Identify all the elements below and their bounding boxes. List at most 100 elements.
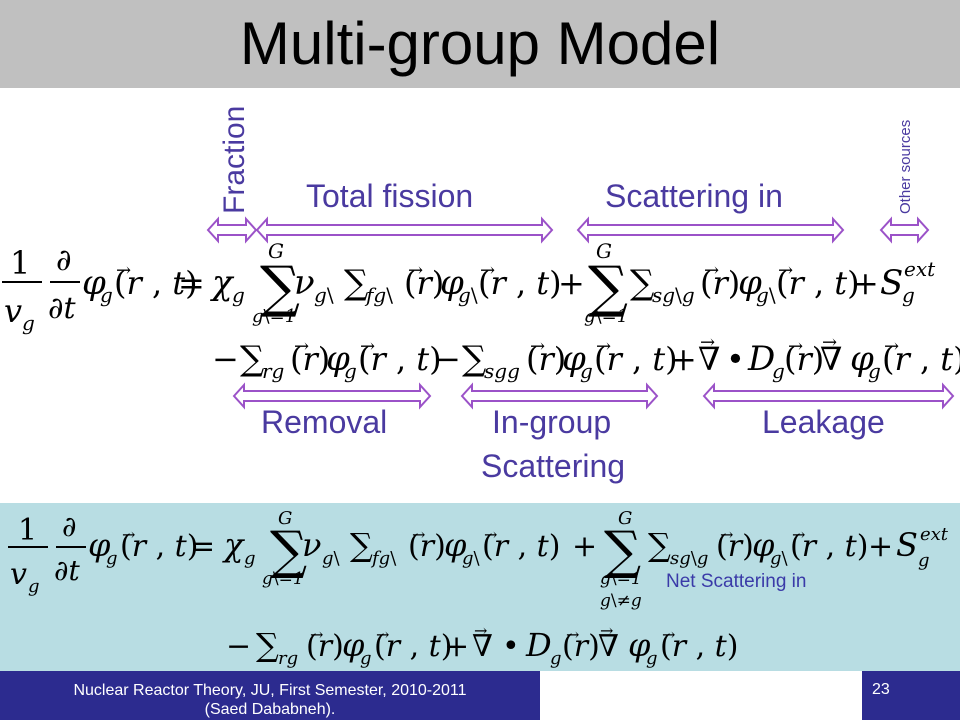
footer: Nuclear Reactor Theory, JU, First Semest… [0, 671, 960, 720]
svg-text:g\: g\ [314, 283, 334, 307]
svg-text:g\: g\ [322, 548, 341, 569]
svg-text:(r , t): (r , t) [358, 340, 442, 378]
svg-text:φ: φ [342, 626, 365, 664]
svg-text:+: + [558, 264, 585, 302]
svg-text:→: → [822, 332, 837, 353]
svg-text:(r): (r) [562, 629, 600, 664]
equation-1-line-1: 1 v g ∂ ∂t φ g (r , t) → = χ g ∑ G g\=1 … [2, 239, 936, 335]
svg-text:sg\g: sg\g [670, 548, 708, 569]
svg-text:D: D [747, 339, 775, 379]
svg-text:→: → [704, 260, 719, 281]
svg-text:ν: ν [302, 526, 321, 564]
svg-text:g\=1: g\=1 [262, 569, 304, 589]
equation-1-line-2: − ∑ rg (r) → φ g (r , t) → − ∑ sgg (r) →… [212, 332, 960, 383]
svg-text:∑: ∑ [260, 255, 300, 320]
svg-text:g\=1: g\=1 [600, 569, 642, 589]
svg-text:∑: ∑ [648, 526, 671, 564]
svg-text:∂: ∂ [62, 510, 76, 543]
svg-text:∑: ∑ [630, 263, 654, 303]
svg-text:→: → [480, 260, 495, 281]
svg-text:(r , t): (r , t) [882, 340, 960, 378]
svg-text:v: v [4, 292, 22, 330]
svg-text:(r , t): (r , t) [114, 264, 198, 302]
svg-text:→: → [720, 525, 733, 544]
footer-citation: Nuclear Reactor Theory, JU, First Semest… [0, 681, 540, 719]
svg-text:→: → [662, 625, 675, 644]
svg-text:ext: ext [904, 257, 936, 281]
svg-text:→: → [700, 332, 715, 353]
svg-text:φ: φ [562, 339, 586, 379]
svg-text:sgg: sgg [484, 359, 520, 383]
svg-text:→: → [122, 525, 135, 544]
svg-text:+: + [868, 529, 893, 564]
svg-text:G: G [596, 239, 612, 263]
svg-text:→: → [474, 621, 487, 640]
svg-text:g\=1: g\=1 [252, 306, 296, 327]
svg-text:→: → [376, 625, 389, 644]
svg-text:→: → [884, 336, 899, 357]
svg-text:g: g [344, 359, 357, 383]
svg-text:−: − [226, 629, 251, 664]
svg-text:φ: φ [440, 263, 464, 303]
net-scattering-in-label: Net Scattering in [666, 571, 807, 592]
svg-text:→: → [788, 336, 803, 357]
svg-text:rg: rg [262, 359, 284, 383]
svg-text:g: g [580, 359, 593, 383]
svg-text:fg\: fg\ [370, 548, 397, 569]
svg-text:∑: ∑ [270, 521, 307, 581]
leakage-arrow [702, 382, 955, 410]
svg-text:−: − [434, 340, 461, 378]
svg-text:g: g [28, 576, 40, 597]
svg-text:sg\g: sg\g [652, 283, 695, 307]
svg-text:(r): (r) [306, 629, 344, 664]
svg-text:•: • [502, 629, 520, 664]
svg-text:→: → [116, 260, 131, 281]
svg-text:g: g [902, 283, 915, 307]
svg-text:∑: ∑ [462, 339, 486, 379]
svg-text:+: + [852, 264, 879, 302]
svg-text:=: = [190, 529, 215, 564]
svg-text:∂: ∂ [56, 243, 72, 278]
svg-text:G: G [618, 508, 632, 529]
svg-text:g: g [22, 311, 35, 335]
svg-text:=: = [178, 264, 205, 302]
svg-text:g\=1: g\=1 [584, 306, 628, 327]
scattering-in-arrow [576, 216, 845, 244]
removal-label: Removal [261, 404, 388, 440]
svg-text:∂t: ∂t [48, 291, 77, 326]
svg-text:φ: φ [326, 339, 350, 379]
svg-text:→: → [484, 525, 497, 544]
svg-text:→: → [778, 260, 793, 281]
svg-text:•: • [726, 340, 745, 378]
svg-text:g\≠g: g\≠g [600, 591, 642, 611]
svg-text:(r): (r) [784, 340, 824, 378]
footer-line-1: Nuclear Reactor Theory, JU, First Semest… [73, 682, 467, 699]
svg-text:g\: g\ [756, 283, 776, 307]
svg-text:g: g [244, 548, 256, 569]
svg-text:χ: χ [222, 526, 245, 564]
svg-text:→: → [310, 625, 323, 644]
other-sources-arrow [879, 216, 930, 244]
svg-text:χ: χ [210, 263, 235, 303]
svg-text:φ: φ [82, 263, 106, 303]
svg-text:φ: φ [628, 626, 651, 664]
scattering-in-label: Scattering in [605, 178, 783, 214]
svg-text:(r , t): (r , t) [478, 264, 562, 302]
in-group-arrow [460, 382, 659, 410]
svg-text:∑: ∑ [256, 626, 279, 664]
svg-text:g: g [772, 359, 785, 383]
svg-text:→: → [792, 525, 805, 544]
svg-text:∇: ∇ [698, 340, 720, 378]
svg-text:→: → [412, 525, 425, 544]
svg-text:G: G [268, 239, 284, 263]
svg-text:∑: ∑ [240, 339, 264, 379]
svg-text:→: → [360, 336, 375, 357]
svg-text:(r): (r) [526, 340, 566, 378]
svg-text:g: g [232, 283, 245, 307]
svg-text:(r , t): (r , t) [374, 629, 452, 664]
svg-text:v: v [10, 557, 27, 592]
svg-text:(r , t): (r , t) [776, 264, 860, 302]
svg-text:g: g [360, 648, 372, 669]
svg-text:→: → [596, 336, 611, 357]
